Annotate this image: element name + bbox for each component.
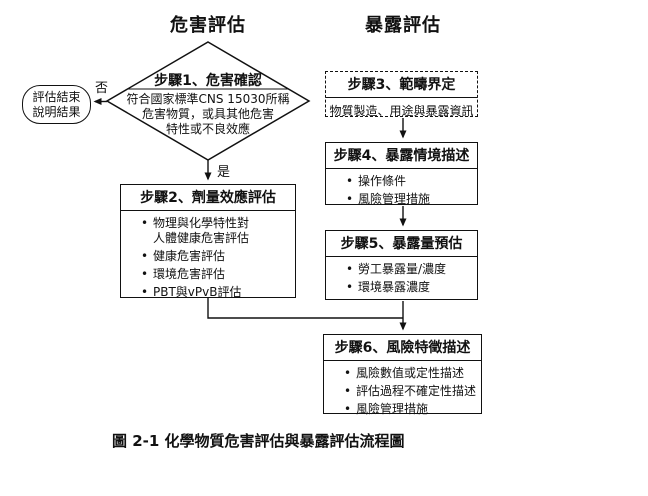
step4-bullet: 風險管理措施 bbox=[346, 192, 475, 207]
step6-title: 步驟6、風險特徵描述 bbox=[324, 335, 481, 361]
step6-bullet-list: 風險數值或定性描述 評估過程不確定性描述 風險管理措施 bbox=[324, 361, 481, 422]
step4-box: 步驟4、暴露情境描述 操作條件 風險管理措施 bbox=[325, 142, 478, 207]
yes-branch-label: 是 bbox=[217, 165, 231, 180]
step3-body-text: 物質製造、用途與暴露資訊 bbox=[329, 104, 474, 118]
connector-step2-elbow bbox=[207, 298, 403, 319]
figure-caption: 圖 2-1 化學物質危害評估與暴露評估流程圖 bbox=[112, 432, 405, 450]
hazard-column-title: 危害評估 bbox=[170, 15, 246, 36]
terminator-end-box: 評估結束 說明結果 bbox=[22, 85, 91, 124]
step2-box: 步驟2、劑量效應評估 物理與化學特性對 人體健康危害評估 健康危害評估 環境危害… bbox=[120, 184, 296, 300]
step6-bullet: 風險管理措施 bbox=[344, 402, 479, 417]
step2-bullet-list: 物理與化學特性對 人體健康危害評估 健康危害評估 環境危害評估 PBT與vPvB… bbox=[121, 211, 295, 305]
decision-body-text: 符合國家標準CNS 15030所稱 危害物質，或具其他危害 特性或不良效應 bbox=[126, 92, 290, 136]
step5-bullet: 勞工暴露量/濃度 bbox=[346, 262, 475, 277]
exposure-column-title: 暴露評估 bbox=[365, 15, 441, 36]
step3-title: 步驟3、範疇界定 bbox=[326, 72, 477, 98]
step5-title: 步驟5、暴露量預估 bbox=[326, 231, 477, 257]
step4-bullet-list: 操作條件 風險管理措施 bbox=[326, 169, 477, 212]
step5-bullet-list: 勞工暴露量/濃度 環境暴露濃度 bbox=[326, 257, 477, 300]
step3-box: 步驟3、範疇界定 物質製造、用途與暴露資訊 bbox=[325, 71, 478, 118]
step6-box: 步驟6、風險特徵描述 風險數值或定性描述 評估過程不確定性描述 風險管理措施 bbox=[323, 334, 482, 417]
step6-bullet: 評估過程不確定性描述 bbox=[344, 384, 479, 399]
step2-bullet: 物理與化學特性對 人體健康危害評估 bbox=[141, 216, 293, 246]
step2-bullet: PBT與vPvB評估 bbox=[141, 285, 293, 300]
step4-title: 步驟4、暴露情境描述 bbox=[326, 143, 477, 169]
no-branch-label: 否 bbox=[95, 81, 109, 96]
step6-bullet: 風險數值或定性描述 bbox=[344, 366, 479, 381]
decision-title: 步驟1、危害確認 bbox=[154, 73, 262, 89]
step5-bullet: 環境暴露濃度 bbox=[346, 280, 475, 295]
step2-bullet: 環境危害評估 bbox=[141, 267, 293, 282]
step2-title: 步驟2、劑量效應評估 bbox=[121, 185, 295, 211]
step4-bullet: 操作條件 bbox=[346, 174, 475, 189]
step2-bullet: 健康危害評估 bbox=[141, 249, 293, 264]
step5-box: 步驟5、暴露量預估 勞工暴露量/濃度 環境暴露濃度 bbox=[325, 230, 478, 300]
